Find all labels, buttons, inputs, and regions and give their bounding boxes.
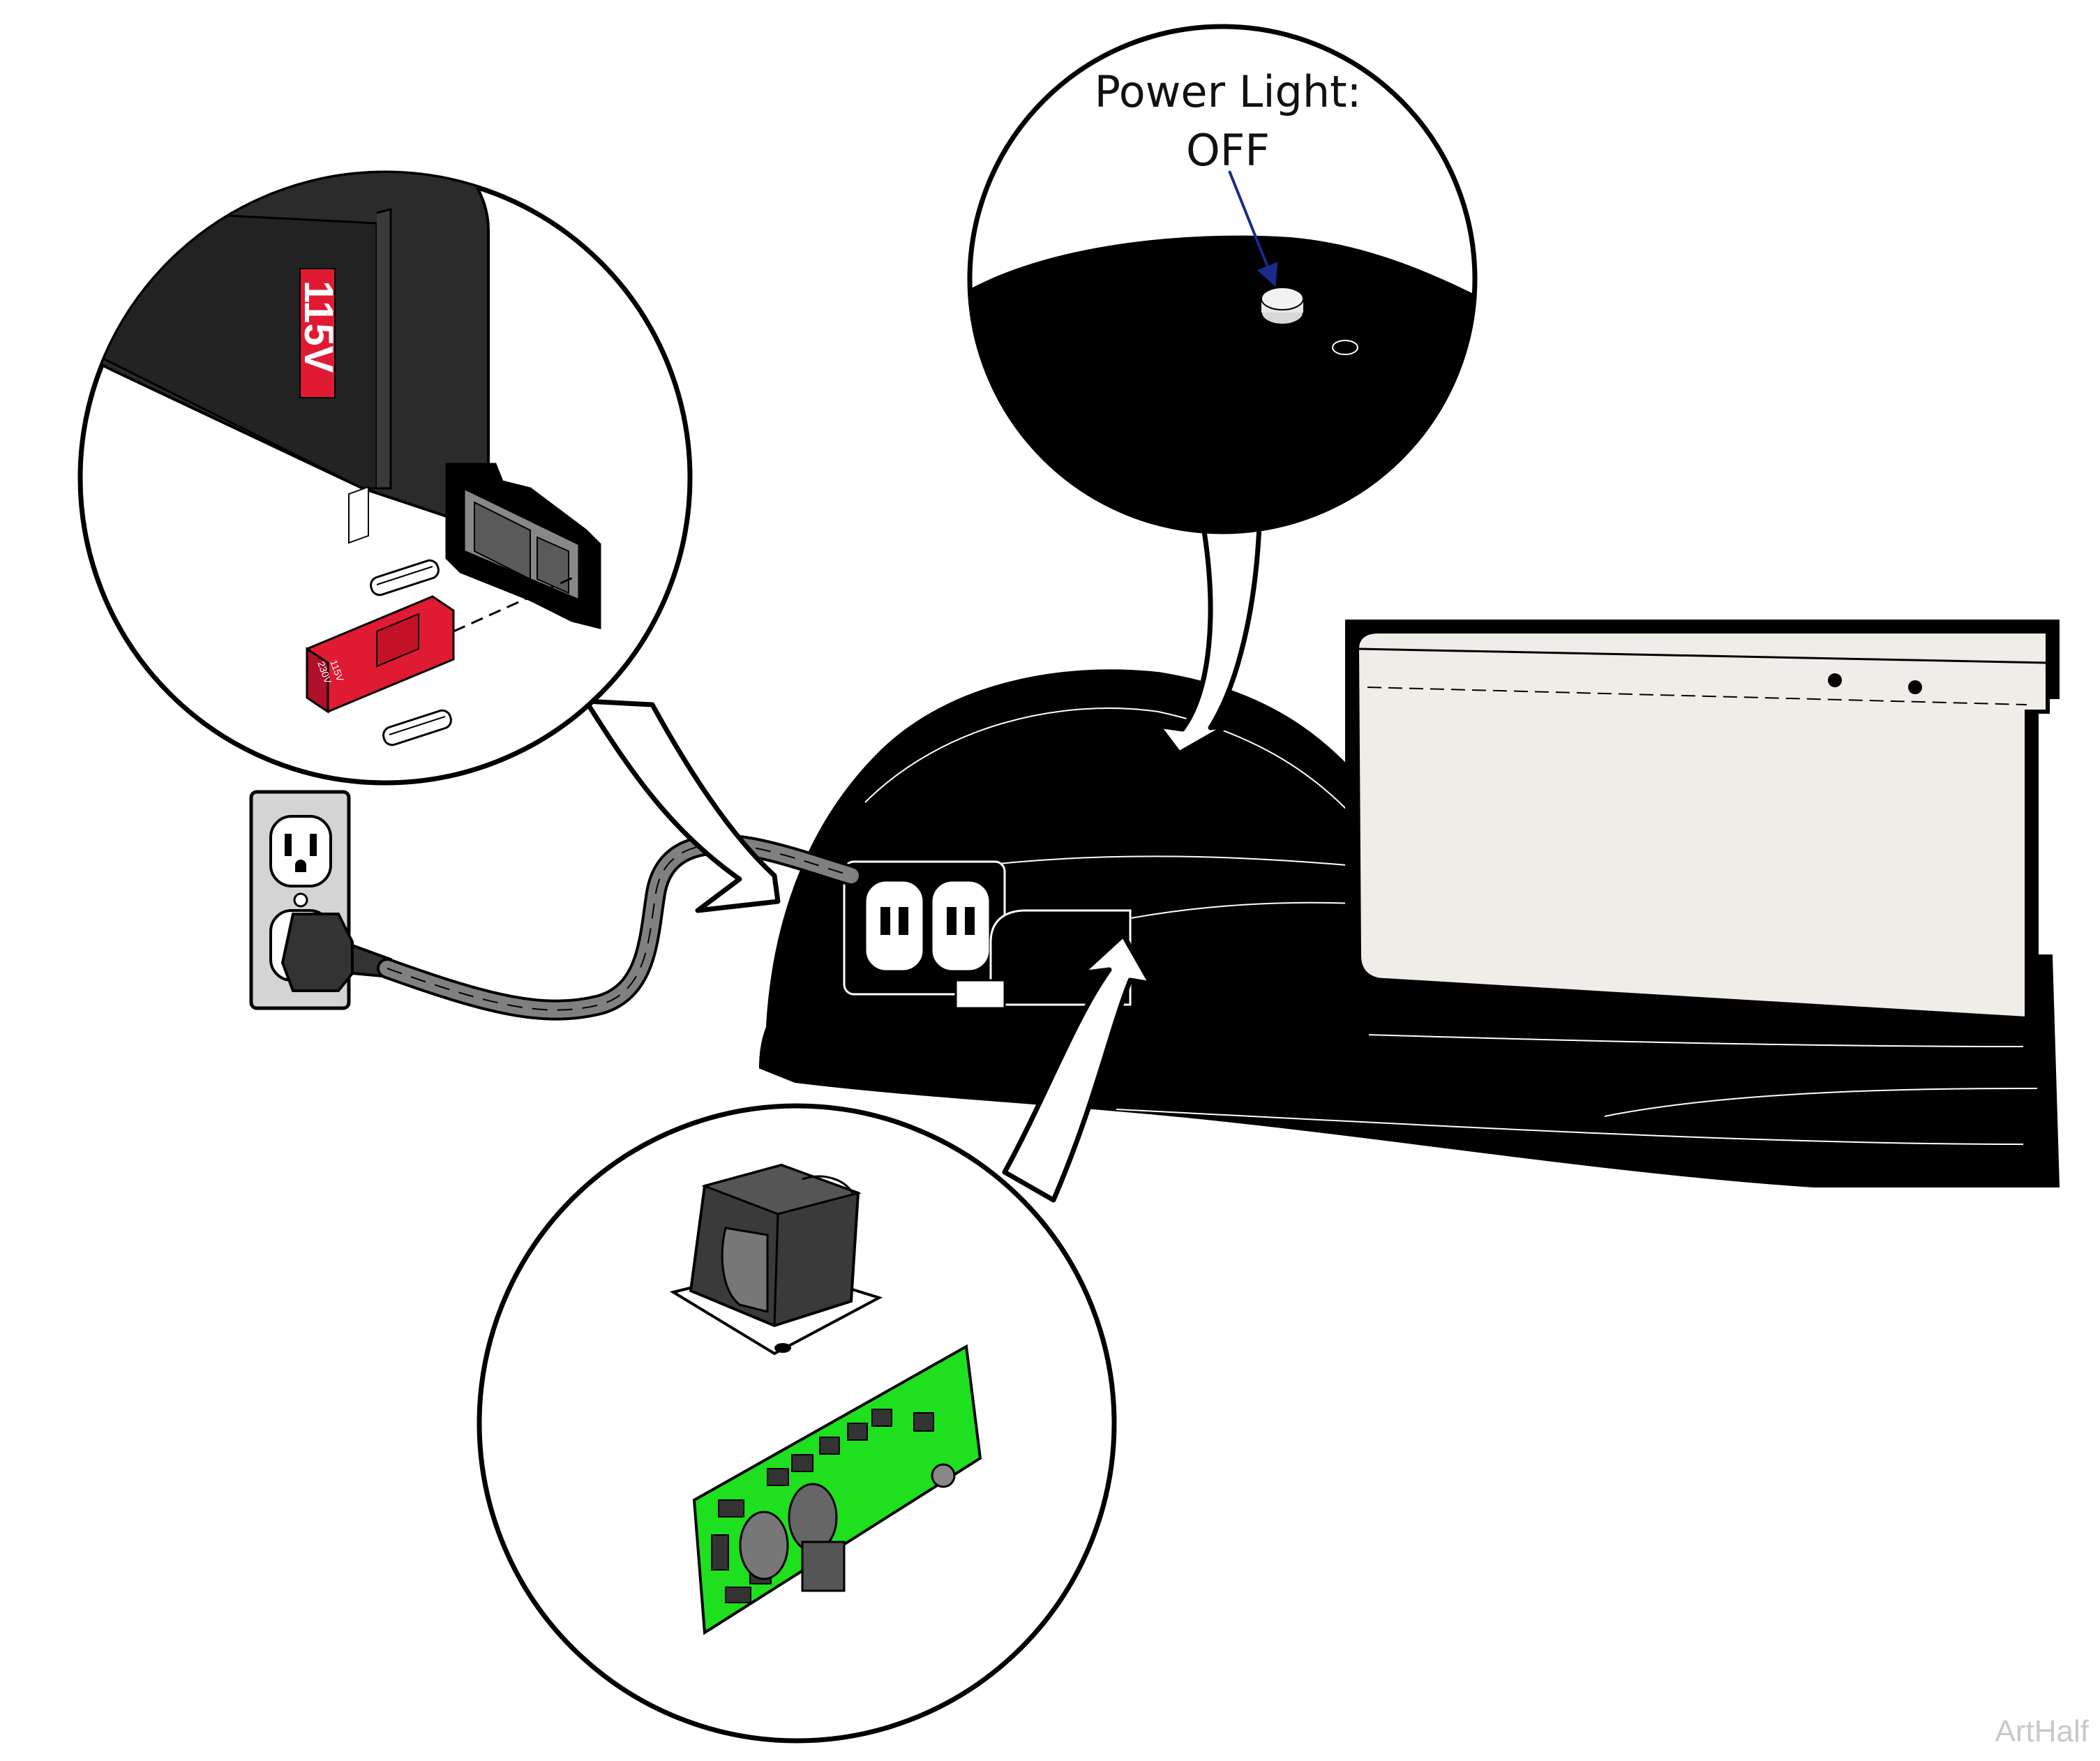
voltage-window (299, 268, 336, 398)
fuse-top (370, 559, 440, 597)
power-light-title: Power Light: (1094, 66, 1362, 117)
callout-fuse-holder: 115V 115V 230V (77, 170, 781, 913)
circuit-board-icon (692, 1344, 982, 1635)
transformer-icon (669, 1163, 883, 1356)
callout-transformer-pcb (477, 932, 1154, 1744)
fuse-holder-icon (306, 486, 455, 714)
chair-seat-cushion (1345, 620, 2060, 1035)
fuse-voltage-label: 115V (296, 280, 341, 373)
chair-dome-housing (765, 669, 1369, 1056)
power-light-icon (1261, 287, 1304, 325)
receptacle-left (864, 879, 925, 973)
callout-power-light (967, 24, 1478, 756)
watermark: ArtHalf (1995, 1714, 2089, 1748)
fuse-bottom (382, 709, 452, 747)
receptacle-right (930, 879, 991, 973)
power-light-label: Power Light: OFF (1060, 63, 1395, 180)
power-light-state: OFF (1185, 125, 1270, 176)
power-plug (280, 913, 392, 992)
power-cord (377, 834, 862, 1021)
